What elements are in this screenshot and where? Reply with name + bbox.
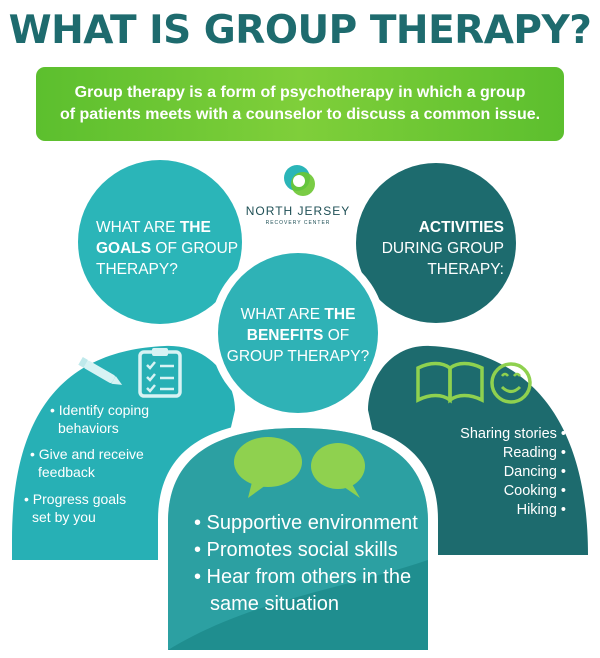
goals-head-circle — [78, 160, 242, 324]
goals-bullet-text: set by you — [32, 509, 96, 525]
intro-banner: Group therapy is a form of psychotherapy… — [36, 67, 564, 141]
activities-heading: ACTIVITIES DURING GROUP THERAPY: — [372, 217, 504, 280]
benefits-heading-bold: THE — [324, 306, 356, 323]
logo-subtitle: RECOVERY CENTER — [265, 220, 331, 226]
goals-bullet-3: • Progress goals set by you — [24, 490, 126, 526]
benefits-bullet-1: • Supportive environment — [194, 512, 418, 534]
activity-item: Sharing stories • — [460, 426, 566, 442]
banner-line-2: of patients meets with a counselor to di… — [59, 106, 541, 123]
goals-bullet-text: feedback — [38, 464, 95, 480]
smiley-icon — [490, 362, 532, 404]
goals-heading-text: WHAT ARE — [96, 219, 180, 236]
pencil-icon — [78, 357, 123, 385]
logo-name: NORTH JERSEY — [245, 204, 351, 218]
benefits-bullet-3: • Hear from others in the — [194, 566, 412, 588]
goals-bullet-text: • Give and receive — [30, 446, 144, 462]
benefits-heading-text: OF — [323, 327, 350, 344]
goals-bullet-text: • Identify coping — [50, 402, 150, 418]
goals-bullet-1: • Identify coping behaviors — [50, 401, 149, 437]
goals-heading: WHAT ARE THE GOALS OF GROUP THERAPY? — [96, 217, 238, 280]
activities-heading-text: THERAPY: — [427, 261, 504, 278]
activity-item: Dancing • — [503, 464, 566, 480]
benefits-heading-bold: BENEFITS — [246, 327, 324, 344]
activity-item: Cooking • — [503, 483, 566, 499]
activities-heading-text: DURING GROUP — [381, 240, 504, 257]
activities-heading-bold: ACTIVITIES — [418, 219, 504, 236]
goals-heading-text: THERAPY? — [96, 261, 178, 278]
goals-heading-bold: GOALS — [96, 240, 152, 257]
benefits-bullet-2: • Promotes social skills — [194, 539, 398, 561]
logo-icon — [284, 165, 315, 196]
goals-bullet-2: • Give and receive feedback — [30, 445, 144, 481]
goals-bullet-text: behaviors — [58, 420, 119, 436]
banner-line-1: Group therapy is a form of psychotherapy… — [74, 84, 526, 101]
benefits-body-light — [168, 428, 428, 650]
clipboard-icon — [138, 348, 182, 398]
benefits-head-circle — [218, 253, 378, 413]
chat-bubble-icon — [311, 443, 365, 498]
page-title: WHAT IS GROUP THERAPY? — [8, 8, 592, 53]
chat-bubble-icon — [234, 437, 302, 498]
book-icon — [416, 361, 484, 404]
activities-head-circle — [356, 163, 516, 323]
activities-list: Sharing stories • Reading • Dancing • Co… — [420, 425, 566, 520]
activity-item: Hiking • — [516, 502, 566, 518]
activity-item: Reading • — [502, 445, 566, 461]
goals-heading-text: OF GROUP — [151, 240, 239, 257]
benefits-bullet-3-cont: same situation — [210, 593, 339, 615]
goals-bullet-text: • Progress goals — [24, 491, 127, 507]
benefits-heading-text: WHAT ARE — [240, 306, 325, 323]
benefits-body-shape — [168, 428, 428, 650]
benefits-heading-text: GROUP THERAPY? — [226, 348, 370, 365]
goals-heading-bold: THE — [179, 219, 211, 236]
benefits-heading: WHAT ARE THE BENEFITS OF GROUP THERAPY? — [218, 304, 378, 367]
